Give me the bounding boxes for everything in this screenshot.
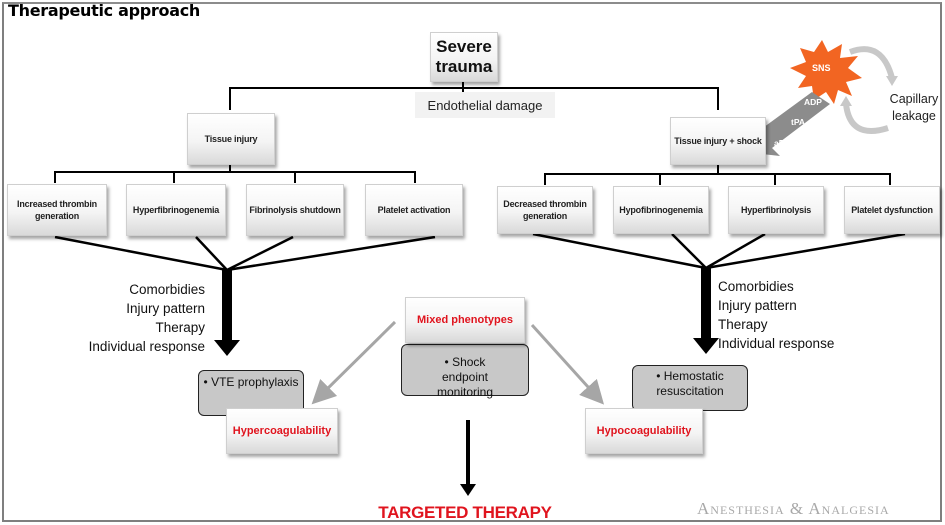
node-label: Hypofibrinogenemia bbox=[619, 205, 703, 215]
node-label: Platelet activation bbox=[377, 205, 451, 215]
mixed-to-hypo-arrow bbox=[530, 323, 605, 405]
mediator-label: aPC bbox=[774, 138, 791, 148]
node-label: Fibrinolysis shutdown bbox=[249, 205, 341, 215]
final-arrow-head bbox=[460, 484, 476, 496]
modifier-item: Injury pattern bbox=[126, 301, 205, 316]
right-child-node: Decreased thrombin generation bbox=[497, 186, 593, 234]
node-label: Increased thrombin generation bbox=[17, 199, 97, 221]
mediator-label: ADP bbox=[804, 97, 822, 107]
mixed-phenotypes-label: Mixed phenotypes bbox=[417, 314, 513, 326]
tissue-injury-node: Tissue injury bbox=[187, 113, 275, 165]
node-label: Hyperfibrinogenemia bbox=[132, 205, 220, 215]
hypocoagulability-label: Hypocoagulability bbox=[596, 425, 692, 437]
modifier-item: Comorbidies bbox=[718, 279, 794, 294]
tissue-injury-shock-label: Tissue injury + shock bbox=[674, 136, 762, 146]
right-fan-lines bbox=[532, 232, 906, 270]
hypercoagulability-label: Hypercoagulability bbox=[232, 425, 332, 437]
left-child-node: Hyperfibrinogenemia bbox=[126, 184, 226, 236]
hypocoagulability-node: Hypocoagulability bbox=[585, 408, 703, 454]
cycle-arrow-bottom-icon bbox=[843, 103, 889, 134]
right-child-node: Hypofibrinogenemia bbox=[613, 186, 709, 234]
figure-title: Therapeutic approach bbox=[8, 1, 200, 20]
severe-trauma-label: Severe trauma bbox=[435, 37, 493, 76]
modifier-item: Injury pattern bbox=[718, 298, 797, 313]
hypercoagulability-node: Hypercoagulability bbox=[226, 408, 338, 454]
left-child-node: Increased thrombin generation bbox=[7, 184, 107, 236]
top-tree-lines bbox=[54, 80, 891, 185]
tissue-injury-label: Tissue injury bbox=[204, 134, 258, 144]
modifier-item: Individual response bbox=[88, 339, 205, 354]
journal-watermark: Anesthesia & Analgesia bbox=[697, 499, 890, 518]
capillary-leakage-label: Capillary leakage bbox=[889, 92, 939, 123]
severe-trauma-node: Severe trauma bbox=[430, 32, 498, 82]
hemostatic-resuscitation-box: • Hemostatic resuscitation bbox=[632, 365, 748, 411]
right-down-arrow bbox=[693, 268, 719, 354]
left-modifiers: Comorbidies Injury pattern Therapy Indiv… bbox=[60, 280, 205, 356]
mediator-label: tPA bbox=[791, 117, 806, 127]
endothelial-damage-label: Endothelial damage bbox=[415, 92, 555, 118]
tissue-injury-shock-node: Tissue injury + shock bbox=[670, 117, 766, 165]
right-child-node: Platelet dysfunction bbox=[844, 186, 940, 234]
mixed-to-hyper-arrow bbox=[311, 320, 397, 405]
right-child-node: Hyperfibrinolysis bbox=[728, 186, 824, 234]
modifier-item: Individual response bbox=[718, 336, 835, 351]
sns-burst-icon bbox=[790, 40, 862, 104]
shock-endpoint-box: • Shock endpoint monitoring bbox=[401, 344, 529, 399]
cycle-arrow-top-icon bbox=[848, 46, 895, 79]
node-label: Platelet dysfunction bbox=[851, 205, 933, 215]
left-fan-lines bbox=[54, 235, 436, 272]
node-label: Hyperfibrinolysis bbox=[740, 205, 812, 215]
modifier-item: Therapy bbox=[718, 317, 768, 332]
sns-label: SNS bbox=[812, 63, 831, 73]
right-modifiers: Comorbidies Injury pattern Therapy Indiv… bbox=[718, 277, 868, 353]
modifier-item: Therapy bbox=[155, 320, 205, 335]
targeted-therapy-label: TARGETED THERAPY bbox=[378, 503, 552, 522]
modifier-item: Comorbidies bbox=[129, 282, 205, 297]
left-child-node: Fibrinolysis shutdown bbox=[246, 184, 344, 236]
left-down-arrow bbox=[214, 270, 240, 356]
left-child-node: Platelet activation bbox=[365, 184, 463, 236]
node-label: Decreased thrombin generation bbox=[503, 199, 587, 221]
mixed-phenotypes-node: Mixed phenotypes bbox=[405, 297, 525, 343]
